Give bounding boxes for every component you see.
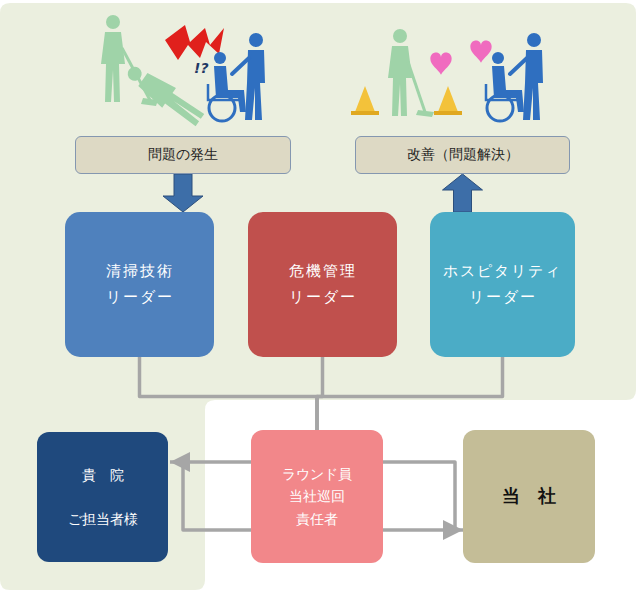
status-band: 改善（問題解決） xyxy=(355,136,570,174)
loop-line xyxy=(183,462,251,530)
node-text: ラウンド員 当社巡回 責任者 xyxy=(272,463,362,530)
node-text: 危機管理 リーダー xyxy=(260,259,385,310)
node-text: 貴 院 xyxy=(82,464,124,486)
company-box: 当 社 xyxy=(463,430,595,563)
loop-line xyxy=(383,462,455,530)
connector-line xyxy=(140,357,318,430)
status-band: 問題の発生 xyxy=(75,136,291,174)
patrol-box: ラウンド員 当社巡回 責任者 xyxy=(251,430,383,563)
improvement-illustration xyxy=(351,29,543,121)
node-text: 改善（問題解決） xyxy=(407,146,519,164)
node-text: 問題の発生 xyxy=(148,146,218,164)
connector-line xyxy=(383,528,463,532)
leader-box: ホスピタリティ リーダー xyxy=(430,212,575,357)
block-arrow xyxy=(443,174,483,212)
exclamation-label: !? xyxy=(194,60,209,76)
node-text: 清掃技術 リーダー xyxy=(77,259,202,310)
leader-box: 危機管理 リーダー xyxy=(248,212,397,357)
connector-line xyxy=(317,357,503,430)
client-box: 貴 院ご担当者様 xyxy=(37,432,168,562)
node-text: ご担当者様 xyxy=(68,508,138,530)
node-text: ホスピタリティ リーダー xyxy=(440,259,565,310)
leader-box: 清掃技術 リーダー xyxy=(65,212,214,357)
node-text: 当 社 xyxy=(502,482,556,511)
problem-illustration xyxy=(101,15,265,129)
background-panel xyxy=(0,3,636,590)
block-arrow xyxy=(163,174,203,212)
